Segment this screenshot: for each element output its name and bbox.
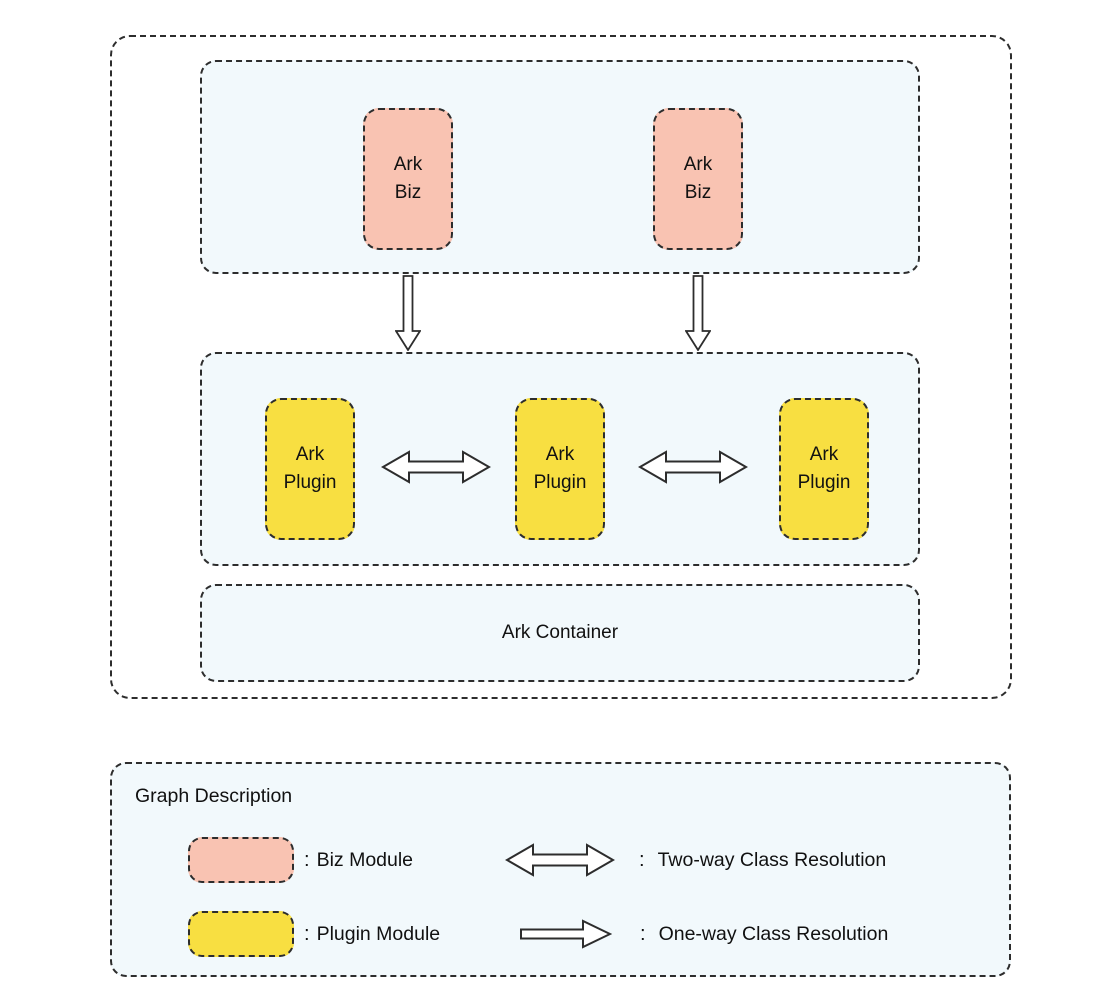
legend-colon: : <box>640 922 646 945</box>
biz-module-swatch <box>188 837 294 883</box>
ark-biz-box: Ark Biz <box>363 108 453 250</box>
ark-plugin-label: Ark Plugin <box>533 444 587 493</box>
legend-colon: : <box>639 848 645 871</box>
ark-biz-box: Ark Biz <box>653 108 743 250</box>
ark-plugin-box: Ark Plugin <box>779 398 869 540</box>
legend-label: Biz Module <box>316 848 414 871</box>
legend-title: Graph Description <box>135 785 293 807</box>
legend-item-plugin-module: : Plugin Module <box>188 911 440 957</box>
one-way-arrow-icon <box>520 919 612 949</box>
ark-container-panel: Ark Container <box>200 584 920 682</box>
ark-plugin-box: Ark Plugin <box>515 398 605 540</box>
down-arrow-icon <box>685 275 711 351</box>
biz-layer-panel <box>200 60 920 274</box>
two-way-arrow-icon <box>381 450 491 484</box>
legend-label: One-way Class Resolution <box>658 922 889 945</box>
legend-item-biz-module: : Biz Module <box>188 837 413 883</box>
legend-panel: Graph Description : Biz Module : Plugin … <box>110 762 1011 977</box>
legend-colon: : <box>304 848 310 871</box>
plugin-module-swatch <box>188 911 294 957</box>
ark-container-label: Ark Container <box>501 622 619 643</box>
ark-outer-container <box>110 35 1012 699</box>
ark-biz-label: Ark Biz <box>393 154 423 203</box>
legend-item-one-way-resolution: : One-way Class Resolution <box>520 911 888 957</box>
ark-plugin-label: Ark Plugin <box>797 444 851 493</box>
legend-item-two-way-resolution: : Two-way Class Resolution <box>505 837 886 883</box>
two-way-arrow-icon <box>638 450 748 484</box>
legend-label: Plugin Module <box>316 922 441 945</box>
ark-plugin-label: Ark Plugin <box>283 444 337 493</box>
two-way-arrow-icon <box>505 843 615 877</box>
ark-biz-label: Ark Biz <box>683 154 713 203</box>
down-arrow-icon <box>395 275 421 351</box>
legend-label: Two-way Class Resolution <box>657 848 887 871</box>
legend-colon: : <box>304 922 310 945</box>
ark-plugin-box: Ark Plugin <box>265 398 355 540</box>
